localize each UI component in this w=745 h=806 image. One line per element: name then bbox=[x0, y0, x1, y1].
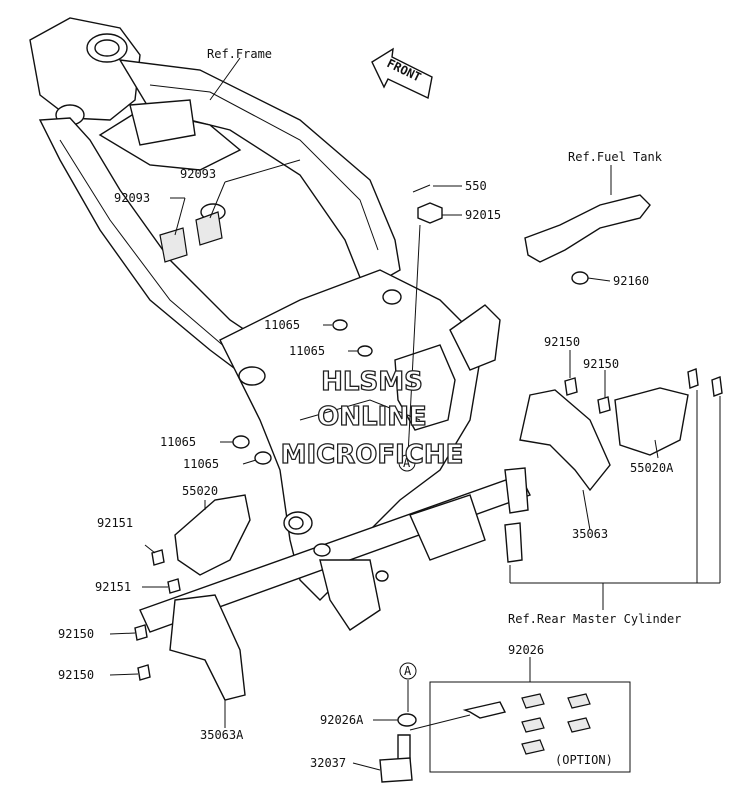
watermark-line-2: ONLINE bbox=[317, 402, 427, 432]
part-11065-4: 11065 bbox=[183, 457, 219, 471]
label-ref-frame: Ref.Frame bbox=[207, 47, 272, 61]
part-92150-r2: 92150 bbox=[583, 357, 619, 371]
part-92026a: 92026A bbox=[320, 713, 364, 727]
part-92151-1: 92151 bbox=[97, 516, 133, 530]
part-32037: 32037 bbox=[310, 756, 346, 770]
label-ref-rear-master-cylinder: Ref.Rear Master Cylinder bbox=[508, 612, 681, 626]
leader-lines bbox=[109, 57, 721, 771]
callout-a-text: A bbox=[403, 456, 411, 470]
label-ref-fuel-tank: Ref.Fuel Tank bbox=[568, 150, 663, 164]
part-550: 550 bbox=[465, 179, 487, 193]
part-92151-2: 92151 bbox=[95, 580, 131, 594]
part-92150-l2: 92150 bbox=[58, 668, 94, 682]
part-92093-upper: 92093 bbox=[180, 167, 216, 181]
part-11065-2: 11065 bbox=[289, 344, 325, 358]
part-92026: 92026 bbox=[508, 643, 544, 657]
part-11065-3: 11065 bbox=[160, 435, 196, 449]
part-92093-lower: 92093 bbox=[114, 191, 150, 205]
part-35063: 35063 bbox=[572, 527, 608, 541]
part-92150-r1: 92150 bbox=[544, 335, 580, 349]
callout-a-circle bbox=[398, 454, 416, 472]
part-11065-1: 11065 bbox=[264, 318, 300, 332]
watermark: HLSMS ONLINE MICROFICHE bbox=[280, 366, 464, 470]
label-option: (OPTION) bbox=[555, 753, 613, 767]
part-92015: 92015 bbox=[465, 208, 501, 222]
part-92150-l1: 92150 bbox=[58, 627, 94, 641]
part-55020a: 55020A bbox=[630, 461, 674, 475]
part-92160: 92160 bbox=[613, 274, 649, 288]
part-drawings bbox=[134, 47, 723, 783]
frame-drawing bbox=[29, 17, 531, 633]
callout-a-detail-circle bbox=[399, 662, 417, 680]
watermark-line-1: HLSMS bbox=[321, 367, 423, 397]
part-35063a: 35063A bbox=[200, 728, 244, 742]
watermark-line-3: MICROFICHE bbox=[281, 440, 464, 470]
labels: Ref.Frame Ref.Fuel Tank Ref.Rear Master … bbox=[58, 47, 681, 770]
part-55020: 55020 bbox=[182, 484, 218, 498]
callout-a-detail-text: A bbox=[404, 664, 412, 678]
